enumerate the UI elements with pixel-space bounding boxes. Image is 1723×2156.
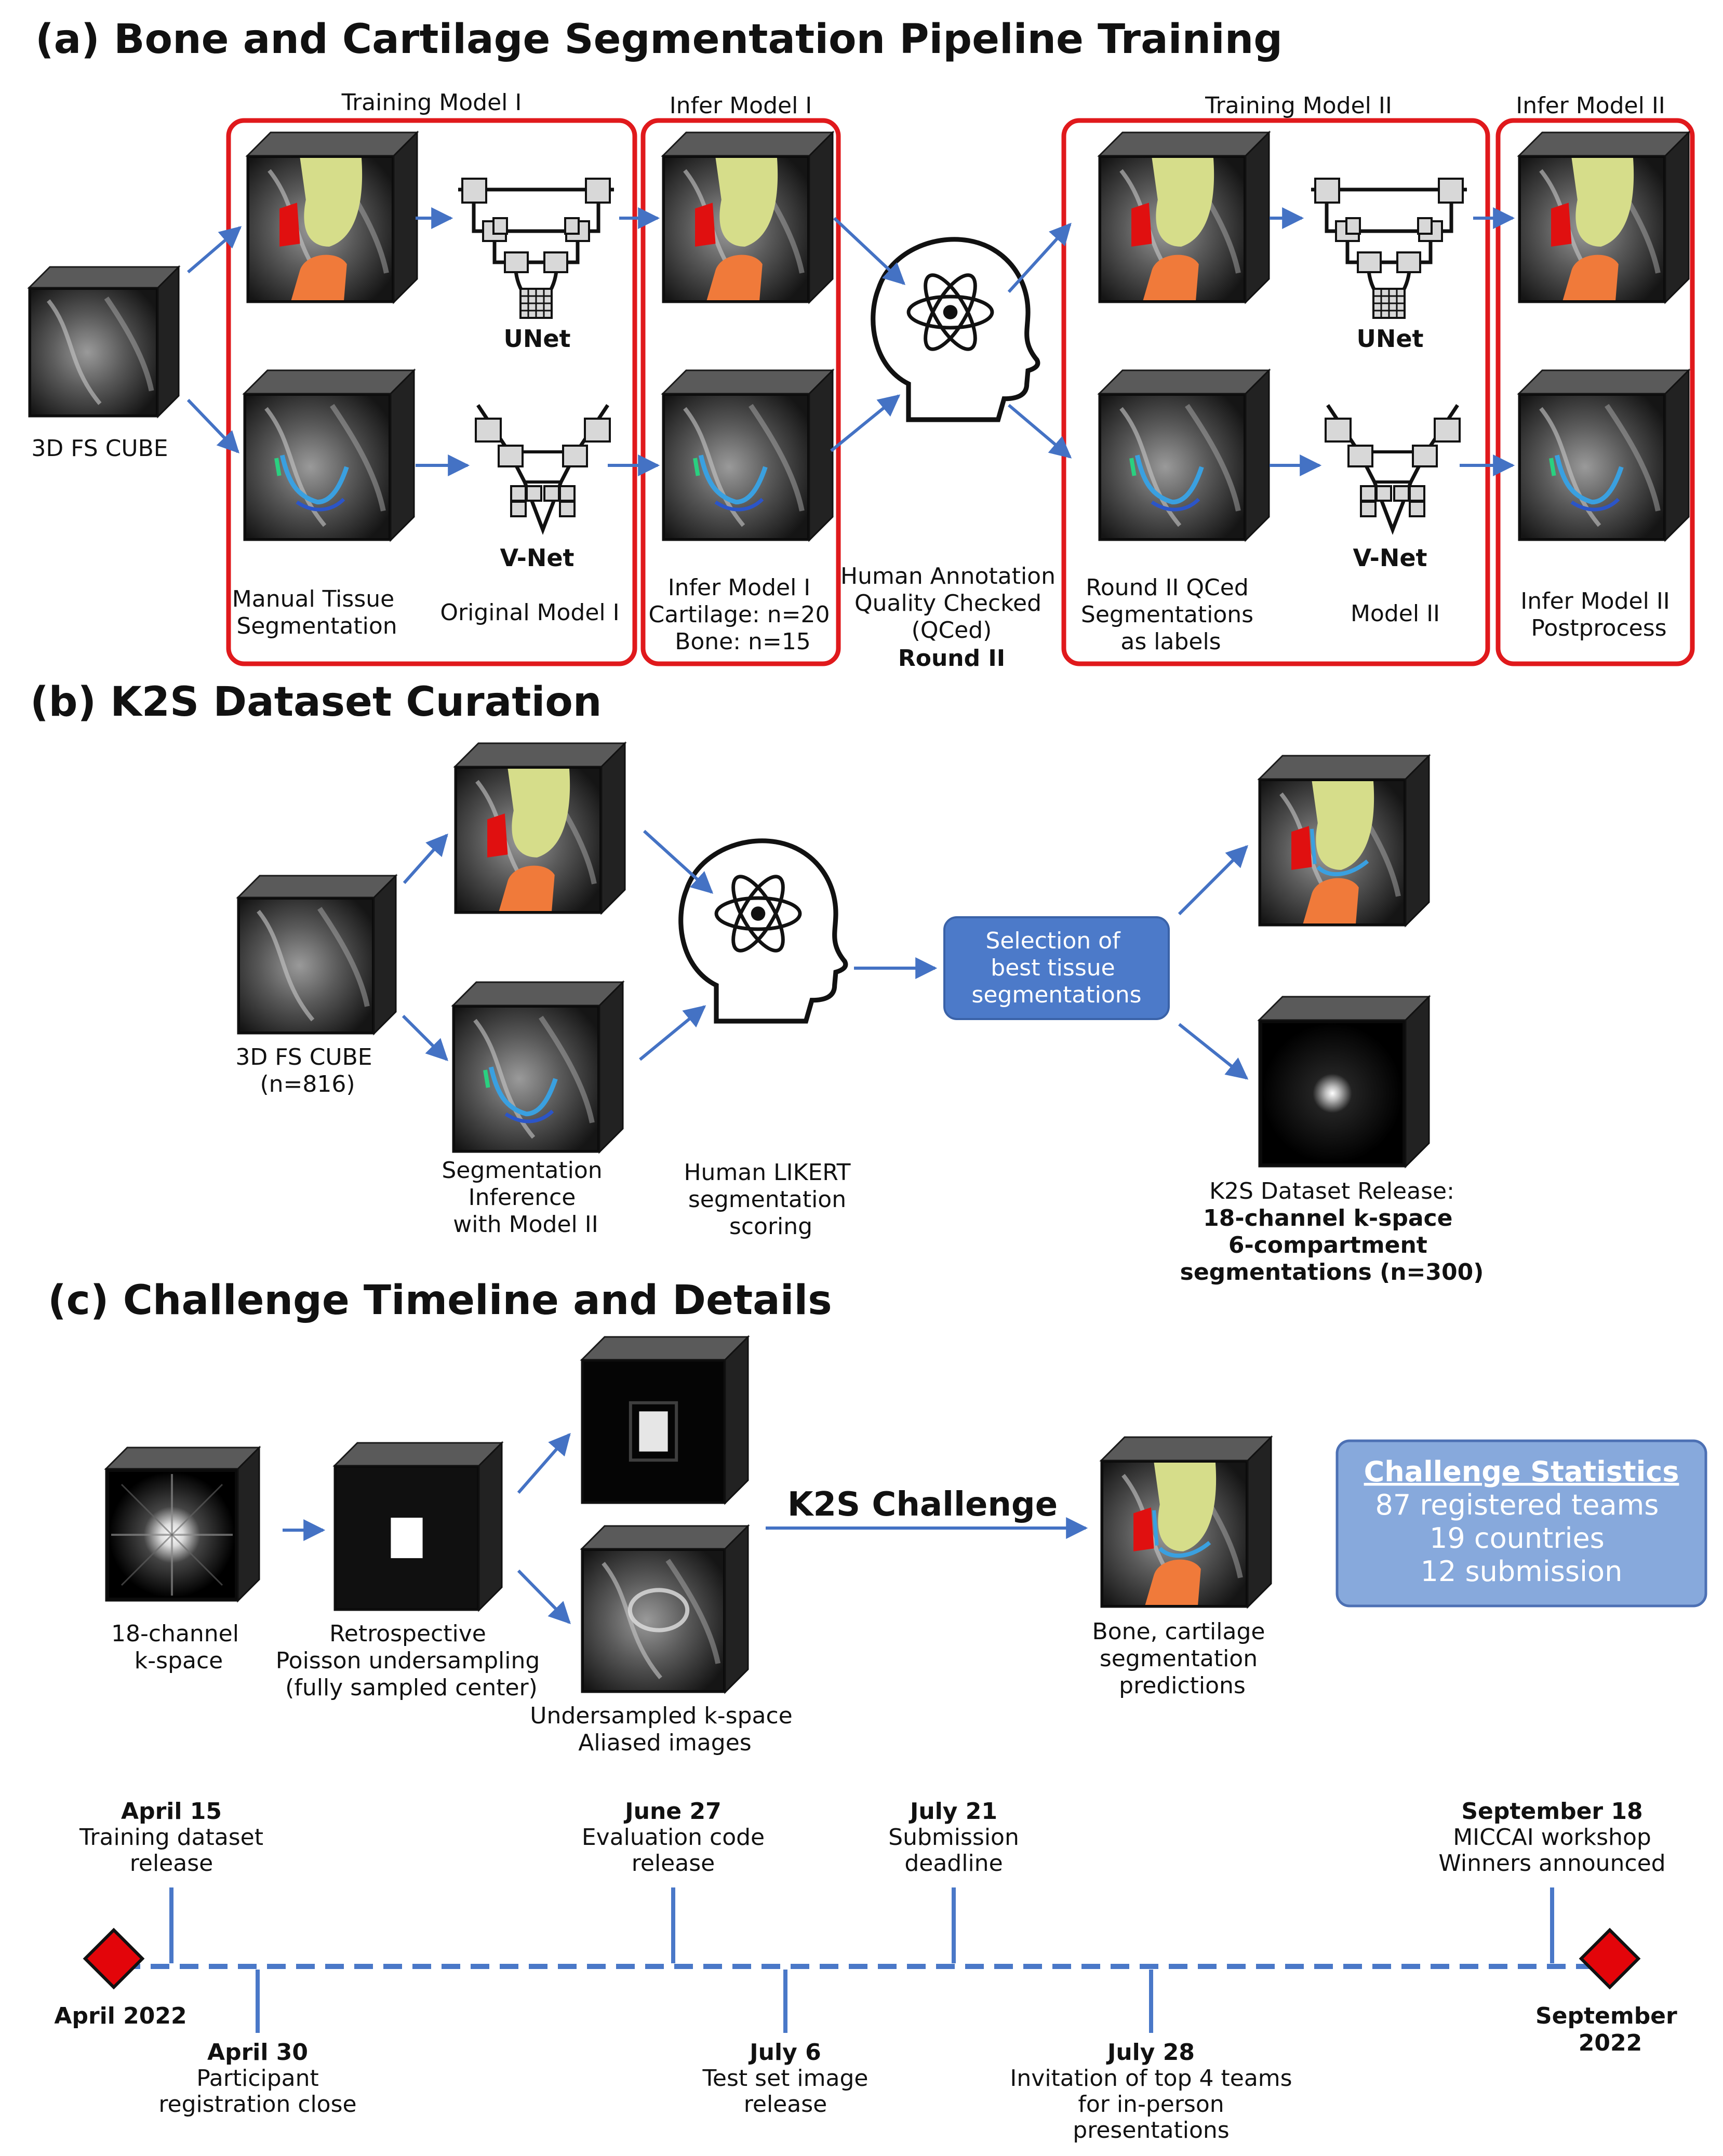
arrow-input-to-manual-bone [187,226,242,274]
group-title-training-model-1: Training Model I [341,89,522,116]
section-b: 3D FS CUBE (n=816) Segmentation Inferenc… [235,741,1484,1285]
undersampled-label: Undersampled k-space Aliased images [530,1703,800,1756]
timeline-start-diamond [83,1927,145,1990]
arrow-human-to-labels2-cartilage [1008,404,1072,459]
human-round-label: Round II [898,645,1005,672]
mri-cube-manual-cartilage [242,368,416,542]
arrow-infer1-cartilage-to-human [830,394,901,452]
mri-cube-aliased [580,1524,750,1694]
mri-cube-infer2-cartilage [1517,368,1691,542]
input-label-b: 3D FS CUBE (n=816) [235,1044,379,1097]
vnet2-diagram [1325,404,1461,535]
human-annotation-label: Human Annotation Quality Checked (QCed) [840,563,1063,644]
arrow-input-b-to-bone [403,833,448,884]
group-frame-training-model-2 [1061,118,1490,666]
poisson-label: Retrospective Poisson undersampling (ful… [276,1621,547,1701]
arrow-poisson-to-aliased [517,1569,571,1624]
group-title-training-model-2: Training Model II [1205,92,1392,119]
mri-cube-infer-bone-b [453,741,627,915]
group-frame-infer-model-1 [640,118,841,666]
unet2-diagram [1311,178,1467,319]
human-head-atom-icon-a [871,237,1040,422]
manual-segmentation-label: Manual Tissue Segmentation [232,586,402,639]
mri-cube-manual-bone [245,130,419,304]
unet2-label: UNet [1356,325,1423,353]
release-details: 18-channel k-space 6-compartment segment… [1180,1205,1484,1285]
selection-box-label: Selection of best tissue segmentations [971,928,1141,1008]
mri-cube-infer1-cartilage [661,368,835,542]
model-2-label: Model II [1351,600,1440,627]
release-title: K2S Dataset Release: [1209,1178,1454,1204]
mri-cube-input-b [236,874,398,1036]
unet-label: UNet [503,325,570,353]
mri-cube-infer1-bone [661,130,835,304]
infer-model-1-label: Infer Model I Cartilage: n=20 Bone: n=15 [649,574,837,655]
round-2-labels-label: Round II QCed Segmentations as labels [1081,574,1261,655]
vnet-label: V-Net [500,544,574,572]
section-c-title: (c) Challenge Timeline and Details [48,1277,832,1324]
predictions-label: Bone, cartilage segmentation predictions [1092,1618,1273,1699]
kspace-cube-18-channel [104,1445,261,1603]
human-head-atom-icon-b [678,838,848,1024]
stats-box [1335,1439,1707,1608]
stats-lines: 87 registered teams 19 countries 12 subm… [1375,1489,1668,1588]
mri-cube-release-segmentation [1257,754,1431,928]
mri-cube-infer-cartilage-b [451,980,625,1154]
section-c: 18-channel k-space Retrospective Poisson… [104,1335,1707,1756]
group-frame-training-model-1 [226,118,637,666]
unet-diagram [458,178,614,319]
segmentation-inference-label: Segmentation Inference with Model II [442,1157,609,1238]
likert-scoring-label: Human LIKERT segmentation scoring [684,1159,858,1240]
mri-cube-infer2-bone [1517,130,1691,304]
stats-title: Challenge Statistics [1364,1455,1679,1488]
kspace-label: 18-channel k-space [111,1621,246,1674]
vnet-diagram [475,404,611,535]
section-a: Training Model I Infer Model I Training … [27,89,1695,672]
timeline-end-diamond [1579,1927,1641,1990]
mri-cube-input-a [27,265,181,419]
section-a-title: (a) Bone and Cartilage Segmentation Pipe… [35,16,1283,63]
section-b-title: (b) K2S Dataset Curation [30,679,602,726]
mri-cube-labels2-bone [1097,130,1271,304]
arrow-infer1-bone-to-human [833,217,906,285]
timeline-end-label: September 2022 [1535,2003,1685,2056]
selection-box [943,916,1170,1020]
mask-cube-poisson [332,1441,504,1612]
arrow-selection-to-segmentation [1178,845,1248,916]
mri-cube-predictions [1099,1435,1273,1609]
infer-model-2-label: Infer Model II Postprocess [1520,588,1677,641]
group-title-infer-model-1: Infer Model I [670,92,812,119]
mri-cube-labels2-cartilage [1097,368,1271,542]
arrow-cartilage-to-likert [639,1005,706,1061]
arrow-bone-to-likert [643,829,714,894]
group-frame-infer-model-2 [1495,118,1695,666]
timeline-start-label: April 2022 [54,2003,186,2029]
kspace-cube-undersampled [580,1335,750,1505]
vnet2-label: V-Net [1353,544,1427,572]
original-model-label: Original Model I [440,599,619,626]
arrow-input-to-manual-cartilage [186,398,239,454]
arrow-selection-to-kspace [1178,1023,1249,1080]
group-title-infer-model-2: Infer Model II [1516,92,1665,119]
challenge-label: K2S Challenge [787,1485,1058,1524]
arrow-poisson-to-kspace [517,1432,571,1494]
input-label-a: 3D FS CUBE [31,435,168,462]
arrow-human-to-labels2-bone [1007,222,1072,293]
arrow-input-b-to-cartilage [402,1014,448,1061]
kspace-cube-release [1257,995,1431,1169]
